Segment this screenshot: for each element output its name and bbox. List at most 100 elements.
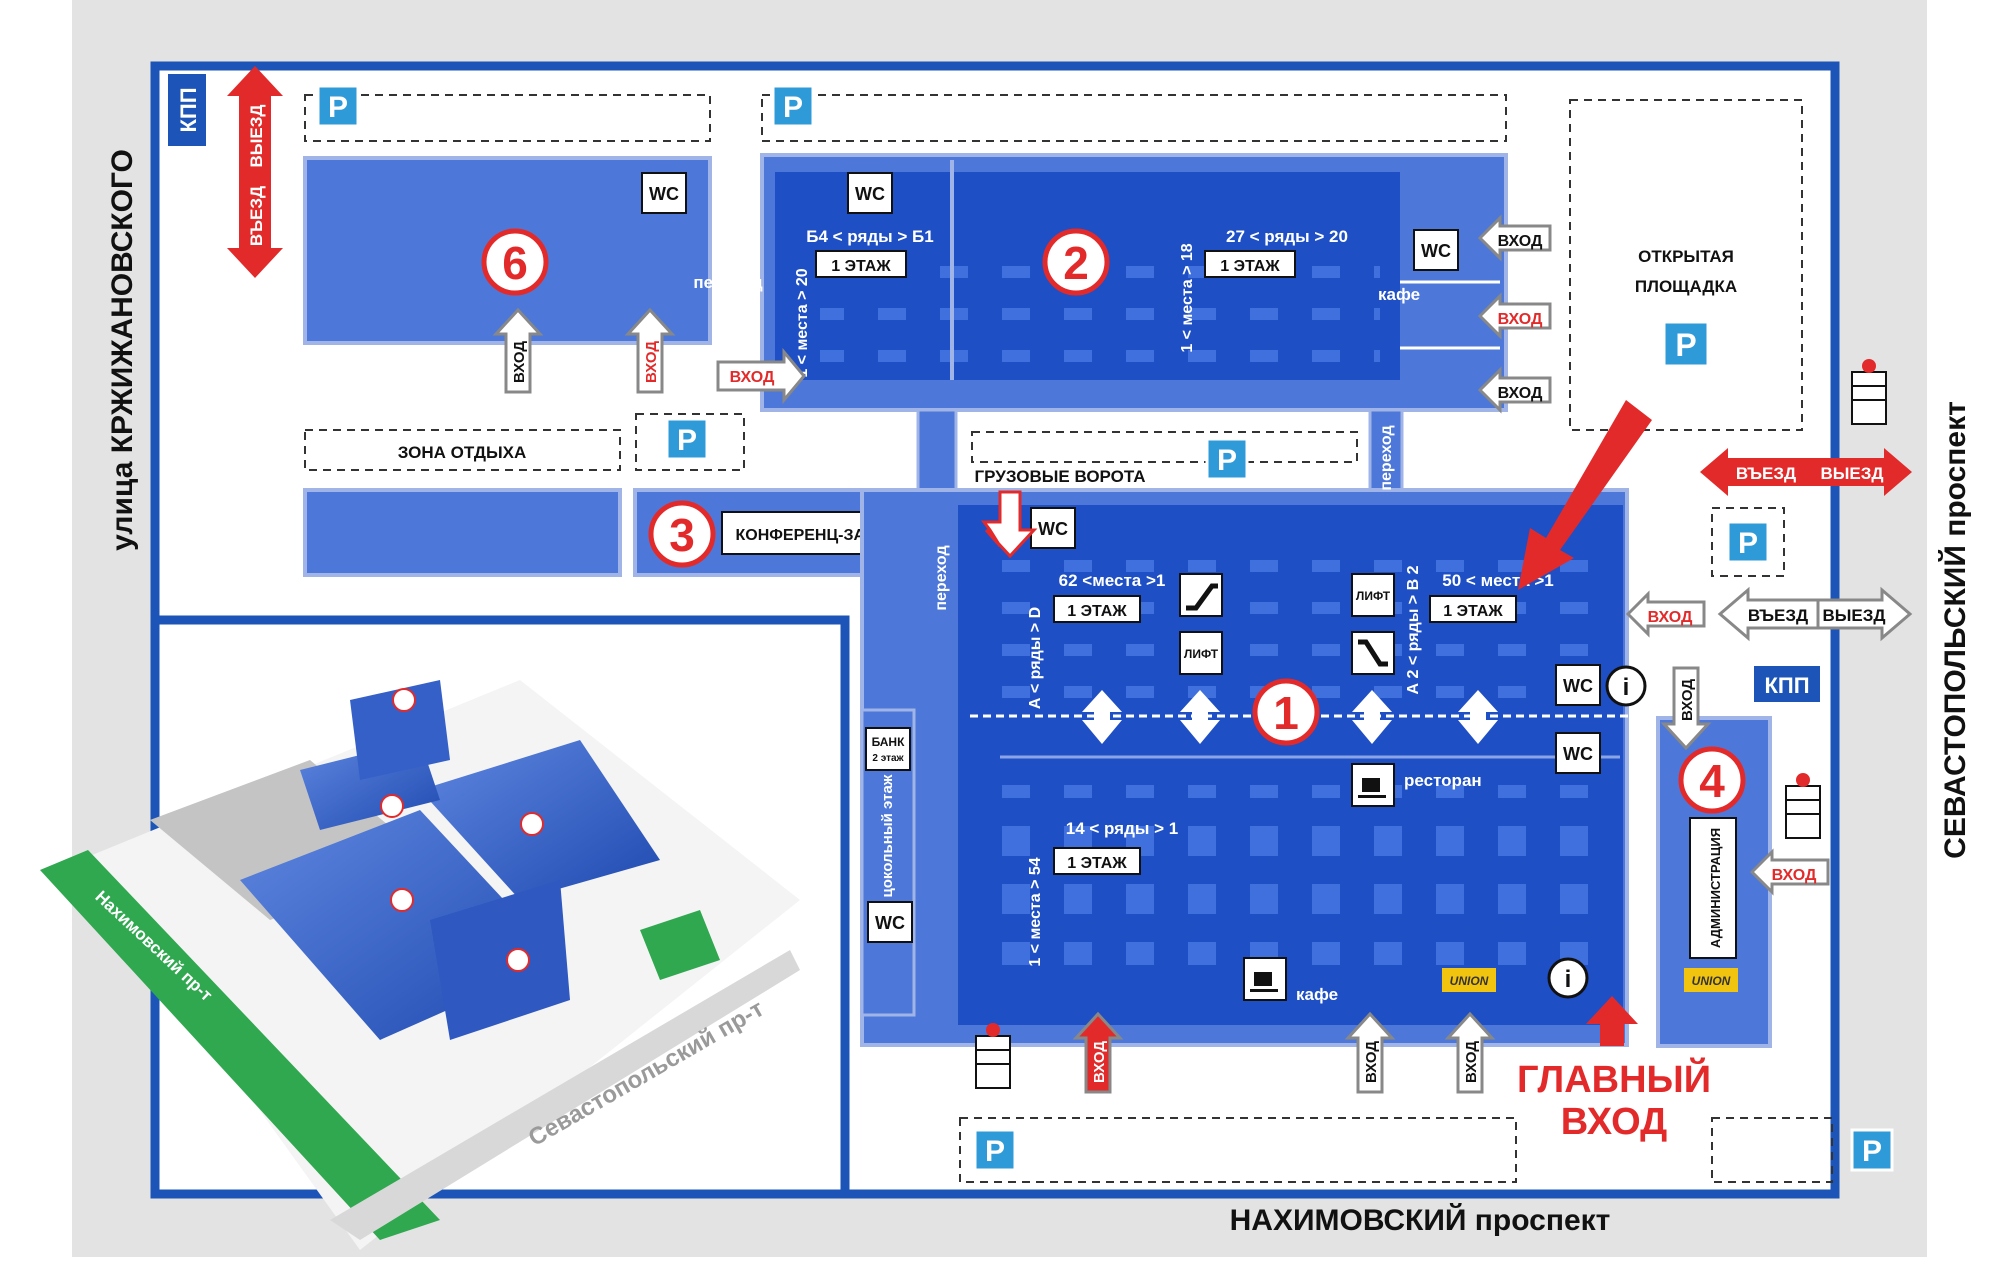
entrance-arrow-left: ВХОД (1477, 366, 1552, 414)
entry-exit-arrow-left: ВЫЕЗД ВЪЕЗД (227, 66, 283, 278)
svg-text:P: P (1675, 327, 1696, 363)
perekhod-label-3: переход (1378, 425, 1395, 490)
wc-sign: WC (867, 901, 913, 943)
barrier-icon (1785, 773, 1821, 839)
wc-signs: WC WC WC WC WC WC WC (641, 172, 1601, 943)
svg-text:WC: WC (649, 184, 679, 204)
rest-zone-label: ЗОНА ОТДЫХА (398, 443, 526, 462)
street-bottom-label: НАХИМОВСКИЙ проспект (1230, 1203, 1611, 1237)
restaurant-icon (1351, 763, 1395, 807)
wc-sign: WC (1555, 732, 1601, 774)
barrier-icon (975, 1023, 1011, 1089)
admin-label: АДМИНИСТРАЦИЯ (1708, 828, 1723, 948)
pavilion-number-4: 4 (1678, 746, 1746, 814)
parking-signs: P P P P P P P P (316, 84, 1894, 1172)
street-right-label: СЕВАСТОПОЛЬСКИЙ проспект (1938, 401, 1972, 859)
svg-text:1 ЭТАЖ: 1 ЭТАЖ (1443, 603, 1503, 620)
main-entrance-arrow (1586, 996, 1638, 1046)
entry-label-right-2: ВЪЕЗД (1748, 606, 1808, 625)
svg-text:WC: WC (875, 913, 905, 933)
p2-seats-right: 1 < места > 18 (1179, 243, 1196, 352)
entrance-arrow-left-red: ВХОД (1625, 590, 1706, 638)
rest-zone (304, 429, 621, 471)
kpp-badge-right (1754, 666, 1820, 702)
entrance-arrow-up: ВХОД (1444, 1011, 1496, 1094)
entrance-arrow-left-red: ВХОД (1749, 848, 1830, 896)
entry-exit-arrow-right-white: ВЪЕЗД ВЫЕЗД (1717, 586, 1913, 642)
lift-sign: ЛИФТ (1179, 631, 1223, 675)
svg-text:ВХОД: ВХОД (1363, 1041, 1380, 1083)
pavilion-2-east-block (1400, 172, 1500, 382)
svg-text:ВХОД: ВХОД (511, 341, 528, 383)
parking-area-cargo (971, 431, 1358, 463)
parking-sign: P (771, 84, 815, 128)
entrance-arrow-down: ВХОД (1660, 666, 1712, 751)
p1-rows-c: 14 < ряды > 1 (1066, 819, 1179, 838)
p1-rows-a: А < ряды > D (1027, 607, 1044, 709)
svg-text:ВХОД: ВХОД (1091, 1041, 1108, 1083)
p1-floor-badge-b: 1 ЭТАЖ (1429, 595, 1517, 623)
entrance-arrow-up-red: ВХОД (1072, 1011, 1124, 1094)
main-entrance-pointer (1518, 400, 1652, 590)
entrance-arrow-right-red: ВХОД (716, 347, 806, 405)
svg-text:WC: WC (1421, 241, 1451, 261)
lift-sign: ЛИФТ (1351, 573, 1395, 617)
svg-text:P: P (677, 424, 697, 457)
info-icon: i (1547, 957, 1589, 999)
parking-sign: P (973, 1128, 1017, 1172)
perekhod-label-1: переход (693, 273, 763, 292)
cafe-label-p1: кафе (1296, 985, 1338, 1004)
svg-text:2: 2 (1063, 237, 1089, 289)
admin-box (1689, 817, 1737, 959)
entrance-badges: ВХОД ВХОД ВХОД ВХОД ВХОД ВХОД ВХОД ВХОД … (492, 214, 1830, 1094)
exit-label-right: ВЫЕЗД (1820, 464, 1883, 483)
kpp-label-right: КПП (1764, 673, 1809, 698)
info-icon: i (1605, 665, 1647, 707)
svg-text:WC: WC (1563, 676, 1593, 696)
svg-text:ВХОД: ВХОД (1648, 609, 1693, 626)
exit-label-right-2: ВЫЕЗД (1822, 606, 1885, 625)
parking-area-top-mid (761, 94, 1507, 142)
wc-sign: WC (641, 172, 687, 214)
cafe-icon (1243, 957, 1287, 1001)
svg-text:WC: WC (1038, 519, 1068, 539)
svg-text:6: 6 (502, 237, 528, 289)
parking-area-top-left (304, 94, 711, 142)
entrance-arrow-up: ВХОД (492, 307, 544, 394)
bank-box: БАНК 2 этаж (865, 727, 911, 771)
entry-exit-arrow-right-red: ВЪЕЗД ВЫЕЗД (1700, 448, 1912, 496)
svg-text:1: 1 (1273, 687, 1299, 739)
entrance-arrow-left: ВХОД (1477, 214, 1552, 262)
restaurant-label: ресторан (1404, 771, 1482, 790)
pavilion-number-2: 2 (1042, 228, 1110, 296)
svg-text:WC: WC (855, 184, 885, 204)
svg-text:ВХОД: ВХОД (1679, 679, 1696, 721)
union-logo: UNION (1684, 968, 1738, 992)
svg-text:i: i (1565, 966, 1572, 993)
entrance-arrow-up: ВХОД (1344, 1011, 1396, 1094)
svg-text:3: 3 (669, 509, 695, 561)
wc-sign: WC (1413, 229, 1459, 271)
p1-floor-badge-c: 1 ЭТАЖ (1053, 847, 1141, 875)
entry-label-left: ВЪЕЗД (247, 186, 266, 246)
svg-text:P: P (985, 1135, 1005, 1168)
pavilion-number-6: 6 (481, 228, 549, 296)
cargo-gate-arrow (981, 490, 1038, 559)
svg-text:ВХОД: ВХОД (730, 369, 775, 386)
entrance-arrow-up-red: ВХОД (624, 307, 676, 394)
kpp-label-top: КПП (176, 87, 201, 132)
p2-seats-left: 1 < места > 20 (794, 268, 811, 377)
parking-sign: P (1726, 520, 1770, 564)
svg-text:P: P (1738, 527, 1758, 560)
svg-text:ВХОД: ВХОД (1498, 311, 1543, 328)
parking-area-right (1711, 507, 1785, 577)
union-logo: UNION (1442, 968, 1496, 992)
svg-text:ВХОД: ВХОД (1498, 385, 1543, 402)
open-area-box (1569, 99, 1803, 431)
passage-arrows (1082, 690, 1498, 744)
cargo-gate-label: ГРУЗОВЫЕ ВОРОТА (975, 467, 1146, 486)
p2-floor-badge-right: 1 ЭТАЖ (1204, 250, 1296, 278)
svg-text:ВХОД: ВХОД (1772, 867, 1817, 884)
perekhod-label-2: переход (933, 545, 950, 610)
